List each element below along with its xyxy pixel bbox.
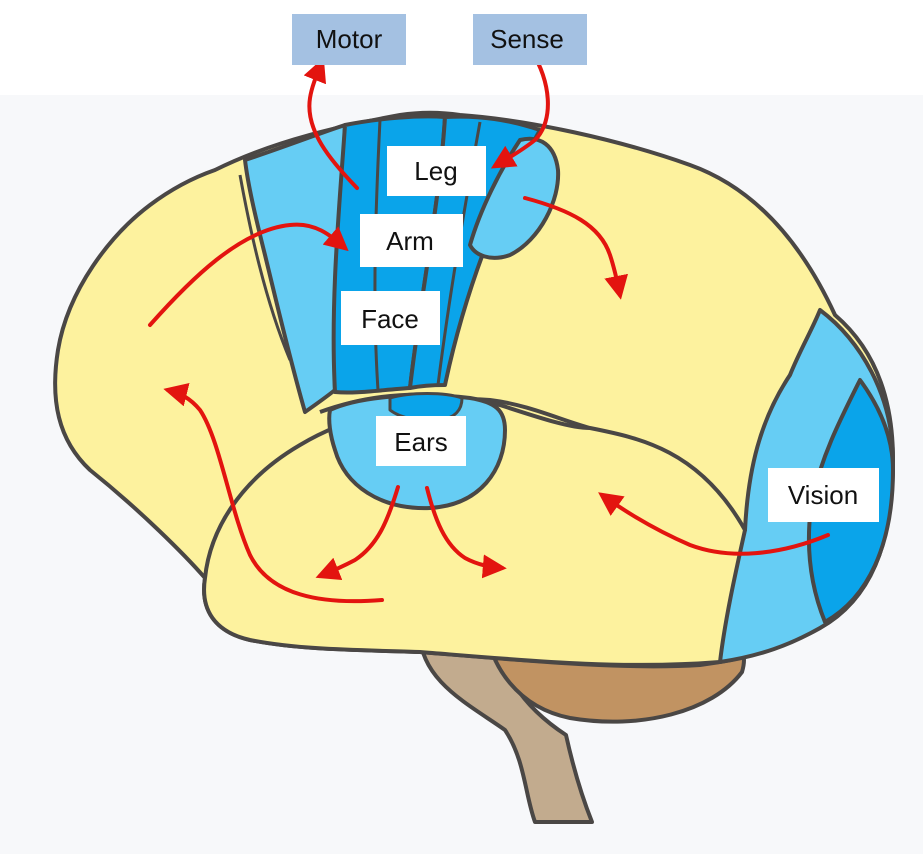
ears-label: Ears [394,427,447,457]
ears-label-box: Ears [376,416,466,466]
leg-label-box: Leg [387,146,486,196]
motor-label: Motor [316,24,383,54]
motor-label-box: Motor [292,14,406,65]
arm-label-box: Arm [360,214,463,267]
sense-label-box: Sense [473,14,587,65]
face-label-box: Face [341,291,440,345]
vision-label: Vision [788,480,858,510]
vision-label-box: Vision [768,468,879,522]
arm-label: Arm [386,226,434,256]
sense-label: Sense [490,24,564,54]
leg-label: Leg [414,156,457,186]
face-label: Face [361,304,419,334]
